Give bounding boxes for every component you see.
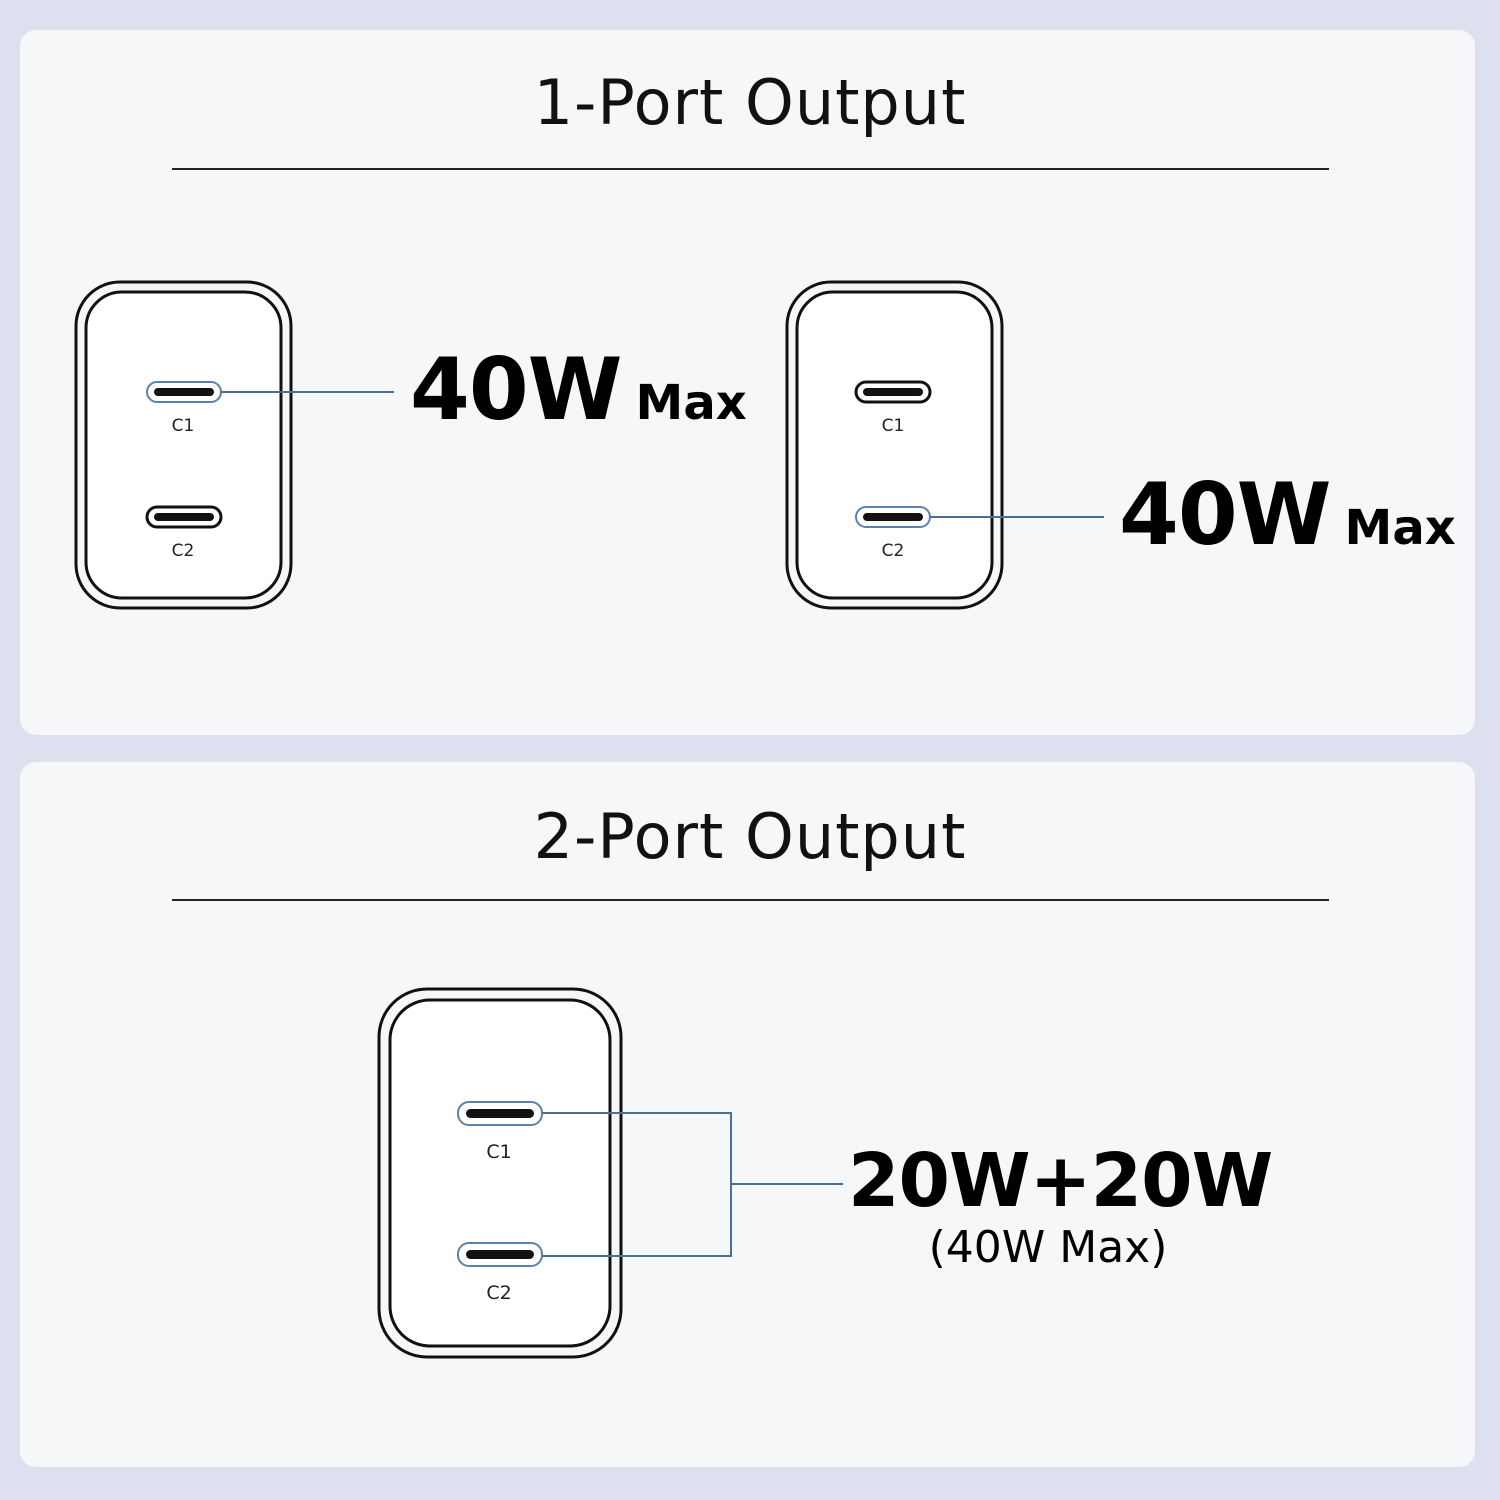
charger-2-port-c1	[863, 388, 923, 396]
charger-1-output-value: 40W	[410, 340, 623, 440]
charger-3-port-c2	[466, 1250, 534, 1259]
charger-2-outer-outline	[785, 280, 1004, 610]
charger-2-port-c2	[863, 513, 923, 521]
single-port-title: 1-Port Output	[533, 66, 967, 139]
charger-1-port-c1-label: C1	[172, 416, 195, 436]
charger-2-output-value: 40W	[1119, 465, 1332, 565]
charger-3-output-suffix: (40W Max)	[928, 1222, 1168, 1273]
charger-3: C1 C2	[377, 987, 843, 1359]
charger-3-outer-outline	[377, 987, 623, 1359]
charger-2-port-c2-label: C2	[882, 541, 905, 561]
charger-1-port-c2	[154, 513, 214, 521]
charger-3-inner-outline	[388, 998, 612, 1348]
charger-3-output-label: 20W+20W (40W Max)	[848, 1138, 1273, 1273]
charger-1-inner-outline	[84, 290, 283, 600]
charger-1-outer-outline	[74, 280, 293, 610]
charger-1-port-c1	[154, 388, 214, 396]
single-port-divider	[172, 168, 1329, 170]
dual-port-divider	[172, 899, 1329, 901]
charger-2: C1 C2	[785, 280, 1104, 610]
charger-3-port-c1-label: C1	[486, 1141, 511, 1163]
charger-3-port-c1	[466, 1109, 534, 1118]
charger-1-output-suffix: Max	[635, 375, 747, 431]
dual-port-title: 2-Port Output	[533, 800, 967, 873]
charger-3-port-c2-label: C2	[486, 1282, 511, 1304]
charger-3-output-value: 20W+20W	[848, 1138, 1273, 1224]
charger-1-port-c2-label: C2	[172, 541, 195, 561]
charger-2-output-suffix: Max	[1344, 500, 1456, 556]
charger-2-inner-outline	[795, 290, 994, 600]
charger-2-port-c1-label: C1	[882, 416, 905, 436]
dual-port-panel	[20, 762, 1475, 1467]
charger-1: C1 C2	[74, 280, 394, 610]
